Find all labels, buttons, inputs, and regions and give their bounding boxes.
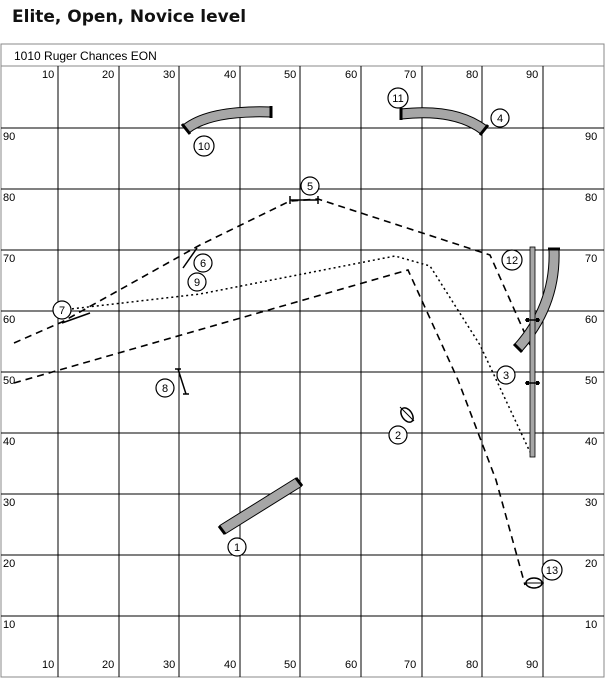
x-label-top: 50 [284, 69, 297, 81]
curved-tunnel-obstacle-12 [512, 247, 560, 354]
y-label-left: 20 [3, 558, 16, 570]
x-label-bottom: 50 [284, 659, 297, 671]
x-label-top: 10 [42, 69, 55, 81]
y-label-right: 90 [585, 131, 598, 143]
tunnel-obstacle-1 [217, 477, 304, 535]
y-label-right: 10 [585, 619, 598, 631]
jump-obstacle-6 [182, 247, 198, 269]
page-title: Elite, Open, Novice level [12, 7, 247, 27]
marker-circle-2 [388, 425, 408, 445]
y-label-left: 70 [3, 253, 16, 265]
marker-label-1: 1 [234, 542, 240, 554]
jump-obstacle-7 [61, 312, 91, 324]
y-label-right: 70 [585, 253, 598, 265]
marker-circle-12 [501, 249, 523, 271]
curved-tunnel-obstacle-10 [180, 106, 273, 135]
marker-circle-9 [187, 272, 207, 292]
x-label-bottom: 40 [224, 659, 237, 671]
x-label-bottom: 80 [466, 659, 479, 671]
marker-circle-10 [193, 135, 215, 157]
y-label-left: 60 [3, 314, 16, 326]
x-label-top: 90 [526, 69, 539, 81]
marker-circle-11 [387, 87, 409, 109]
x-label-bottom: 90 [526, 659, 539, 671]
y-label-left: 30 [3, 497, 16, 509]
x-label-bottom: 20 [102, 659, 115, 671]
x-label-top: 20 [102, 69, 115, 81]
marker-label-10: 10 [198, 141, 210, 153]
curved-tunnel-obstacle-11-4 [399, 107, 490, 136]
jump-obstacle-5 [289, 196, 319, 204]
marker-circle-1 [227, 537, 247, 557]
jump-obstacle-8 [175, 368, 189, 395]
dog-walk-obstacle-3 [525, 246, 540, 458]
tire-obstacle-13 [524, 577, 544, 589]
path-dashed-lower [13, 269, 526, 586]
marker-label-4: 4 [497, 113, 503, 125]
y-label-left: 10 [3, 619, 16, 631]
y-label-left: 40 [3, 436, 16, 448]
x-label-bottom: 70 [404, 659, 417, 671]
marker-label-6: 6 [200, 258, 206, 270]
marker-circle-7 [52, 300, 72, 320]
marker-circle-5 [300, 176, 320, 196]
marker-circle-8 [155, 378, 175, 398]
tire-obstacle-2 [399, 406, 415, 423]
y-label-right: 30 [585, 497, 598, 509]
marker-label-7: 7 [59, 305, 65, 317]
marker-label-5: 5 [307, 181, 313, 193]
marker-circle-6 [193, 253, 213, 273]
course-border [0, 43, 605, 678]
marker-circle-4 [490, 108, 510, 128]
x-label-top: 30 [163, 69, 176, 81]
x-label-top: 80 [466, 69, 479, 81]
marker-label-8: 8 [162, 383, 168, 395]
marker-label-12: 12 [506, 255, 518, 267]
y-label-left: 90 [3, 131, 16, 143]
y-label-right: 40 [585, 436, 598, 448]
y-label-right: 20 [585, 558, 598, 570]
marker-label-11: 11 [392, 93, 403, 105]
x-label-top: 60 [345, 69, 358, 81]
marker-label-3: 3 [503, 370, 509, 382]
marker-circle-13 [541, 559, 563, 581]
x-label-top: 70 [404, 69, 417, 81]
x-label-top: 40 [224, 69, 237, 81]
path-dotted [61, 255, 531, 453]
y-label-left: 50 [3, 375, 16, 387]
x-label-bottom: 10 [42, 659, 55, 671]
y-label-right: 50 [585, 375, 598, 387]
marker-label-13: 13 [546, 565, 558, 577]
marker-label-2: 2 [395, 430, 401, 442]
x-label-bottom: 30 [163, 659, 176, 671]
path-dashed-upper [13, 198, 531, 346]
y-label-right: 60 [585, 314, 598, 326]
course-name: 1010 Ruger Chances EON [14, 49, 157, 63]
marker-circle-3 [496, 365, 516, 385]
x-label-bottom: 60 [345, 659, 358, 671]
y-label-right: 80 [585, 192, 598, 204]
y-label-left: 80 [3, 192, 16, 204]
marker-label-9: 9 [194, 277, 200, 289]
